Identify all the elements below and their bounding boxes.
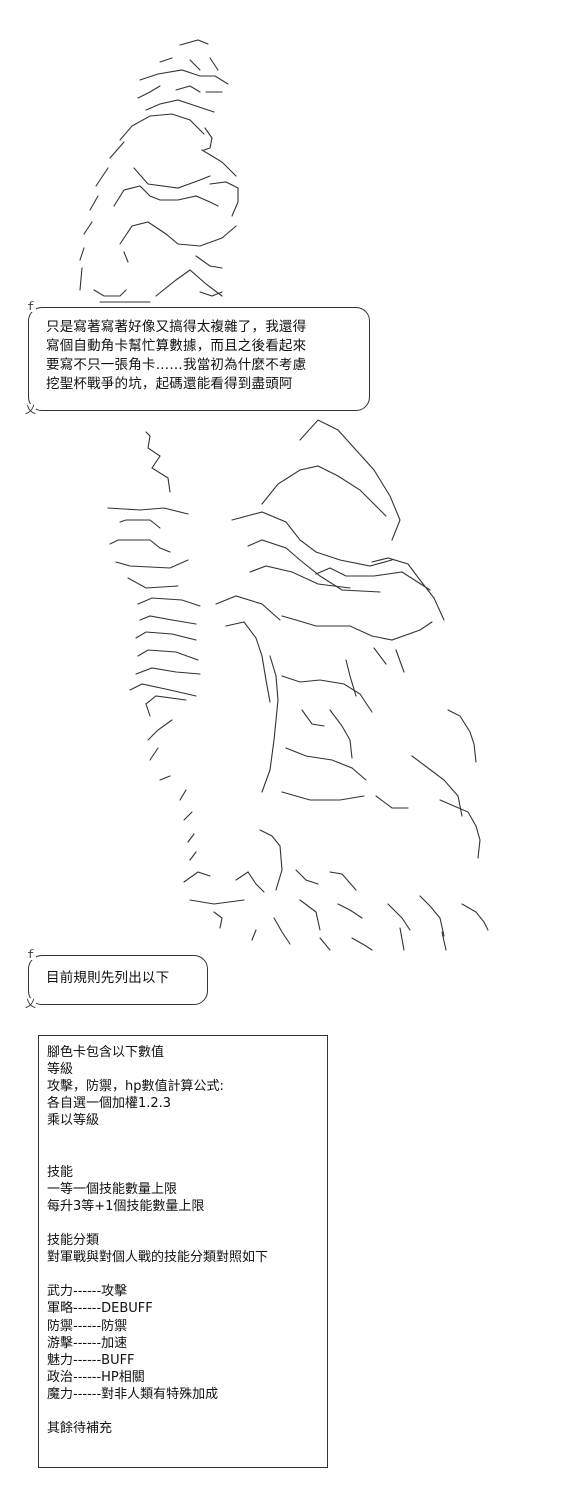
bubble-corner-mark: 乂 — [25, 997, 36, 1010]
rules-line: 技能 — [47, 1164, 74, 1180]
rules-line — [47, 1403, 327, 1420]
middle-character-figure — [107, 419, 489, 951]
rules-line: 對軍戰與對個人戰的技能分類對照如下 — [47, 1250, 269, 1266]
rules-line — [47, 1215, 327, 1232]
rules-line: 攻擊，防禦，hp數值計算公式: — [47, 1079, 224, 1095]
top-character-figure — [79, 39, 239, 303]
rules-line — [47, 1129, 327, 1146]
rules-line: 各自選一個加權1.2.3 — [47, 1096, 172, 1112]
rules-line — [47, 1266, 327, 1283]
rules-line: 政治------HP相關 — [47, 1369, 145, 1385]
speech-bubble-top: ｆ 只是寫著寫著好像又搞得太複雜了，我還得 寫個自動角卡幫忙算數據，而且之後看起… — [25, 301, 370, 415]
rules-line: 一等一個技能數量上限 — [47, 1181, 178, 1197]
rules-line: 防禦------防禦 — [47, 1318, 128, 1334]
rules-line: 魅力------BUFF — [47, 1352, 135, 1368]
speech-bubble-middle: ｆ 目前規則先列出以下 乂 — [25, 949, 208, 1009]
bubble-text-line: 目前規則先列出以下 — [46, 970, 170, 986]
rules-line: 每升3等+1個技能數量上限 — [47, 1198, 205, 1214]
rules-line: 魔力------對非人類有特殊加成 — [47, 1386, 219, 1402]
bubble-text-line: 只是寫著寫著好像又搞得太複雜了，我還得 — [46, 319, 307, 335]
bubble-text-line: 寫個自動角卡幫忙算數據，而且之後看起來 — [46, 338, 307, 354]
bubble-corner-mark: 乂 — [25, 403, 36, 416]
rules-box: 腳色卡包含以下數值 等級 攻擊，防禦，hp數值計算公式: 各自選一個加權1.2.… — [38, 1035, 328, 1468]
rules-line: 游擊------加速 — [47, 1335, 128, 1351]
bubble-text-line: 挖聖杯戰爭的坑，起碼還能看得到盡頭阿 — [46, 376, 293, 392]
rules-line: 武力------攻擊 — [47, 1284, 128, 1300]
rules-line: 等級 — [47, 1062, 74, 1078]
bubble-corner-mark: ｆ — [25, 948, 36, 961]
rules-line: 軍略------DEBUFF — [47, 1301, 153, 1317]
rules-line: 其餘待補充 — [47, 1421, 113, 1437]
bubble-text-line: 要寫不只一張角卡……我當初為什麼不考慮 — [46, 357, 307, 373]
rules-line — [47, 1147, 327, 1164]
rules-line: 乘以等級 — [47, 1113, 100, 1129]
bubble-corner-mark: ｆ — [25, 300, 36, 313]
rules-line: 腳色卡包含以下數值 — [47, 1045, 165, 1060]
rules-line: 技能分類 — [47, 1233, 100, 1249]
